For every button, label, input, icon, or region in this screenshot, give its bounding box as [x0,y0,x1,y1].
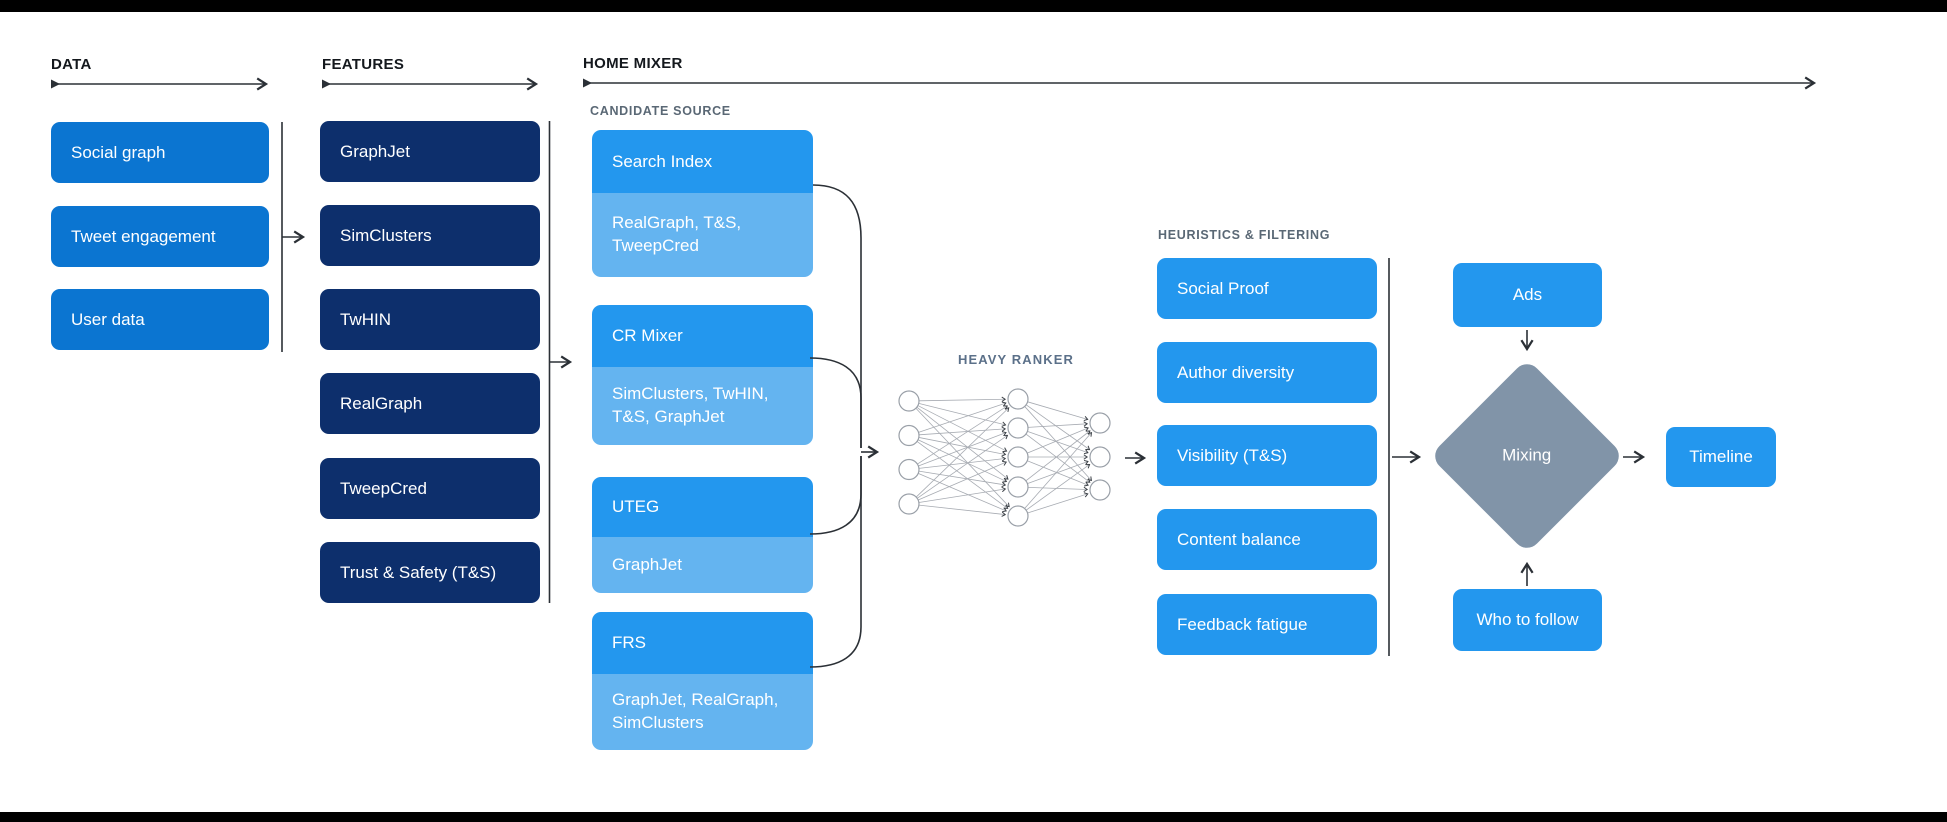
node-tweepcred: TweepCred [320,458,540,519]
candidate-title: Search Index [592,130,813,193]
section-header-home-mixer: HOME MIXER [583,55,683,72]
label-heuristics-filtering: HEURISTICS & FILTERING [1158,228,1331,242]
node-content-balance: Content balance [1157,509,1377,570]
node-who-to-follow: Who to follow [1453,589,1602,651]
curve-search-index [812,184,862,448]
heavy-ranker-network [898,388,1111,527]
section-header-features: FEATURES [322,56,405,73]
node-tweet-engagement: Tweet engagement [51,206,269,267]
candidate-title: CR Mixer [592,305,813,367]
curve-uteg [809,456,862,535]
node-mixing-diamond: Mixing [1429,358,1625,554]
curve-cr-mixer [809,357,862,448]
candidate-sources: GraphJet, RealGraph, SimClusters [592,674,813,750]
curve-frs [809,456,862,668]
node-graphjet: GraphJet [320,121,540,182]
node-twhin: TwHIN [320,289,540,350]
node-feedback-fatigue: Feedback fatigue [1157,594,1377,655]
label-heavy-ranker: HEAVY RANKER [958,352,1075,367]
node-realgraph: RealGraph [320,373,540,434]
node-visibility: Visibility (T&S) [1157,425,1377,486]
node-social-proof: Social Proof [1157,258,1377,319]
section-arrow-home-mixer [583,76,1817,90]
candidate-sources: SimClusters, TwHIN, T&S, GraphJet [592,367,813,445]
candidate-sources: GraphJet [592,537,813,593]
node-timeline: Timeline [1666,427,1776,487]
node-cr-mixer: CR Mixer SimClusters, TwHIN, T&S, GraphJ… [592,305,813,445]
mixing-label: Mixing [1502,446,1552,465]
bottom-letterbox-bar [0,812,1947,822]
section-arrow-features [322,77,539,91]
node-user-data: User data [51,289,269,350]
node-frs: FRS GraphJet, RealGraph, SimClusters [592,612,813,750]
section-header-data: DATA [51,56,92,73]
node-ads: Ads [1453,263,1602,327]
top-letterbox-bar [0,0,1947,12]
candidate-title: FRS [592,612,813,674]
node-trust-safety: Trust & Safety (T&S) [320,542,540,603]
node-simclusters: SimClusters [320,205,540,266]
label-candidate-source: CANDIDATE SOURCE [590,104,731,118]
section-arrow-data [51,77,269,91]
candidate-title: UTEG [592,477,813,537]
node-uteg: UTEG GraphJet [592,477,813,593]
candidate-sources: RealGraph, T&S, TweepCred [592,193,813,277]
node-social-graph: Social graph [51,122,269,183]
node-search-index: Search Index RealGraph, T&S, TweepCred [592,130,813,277]
node-author-diversity: Author diversity [1157,342,1377,403]
